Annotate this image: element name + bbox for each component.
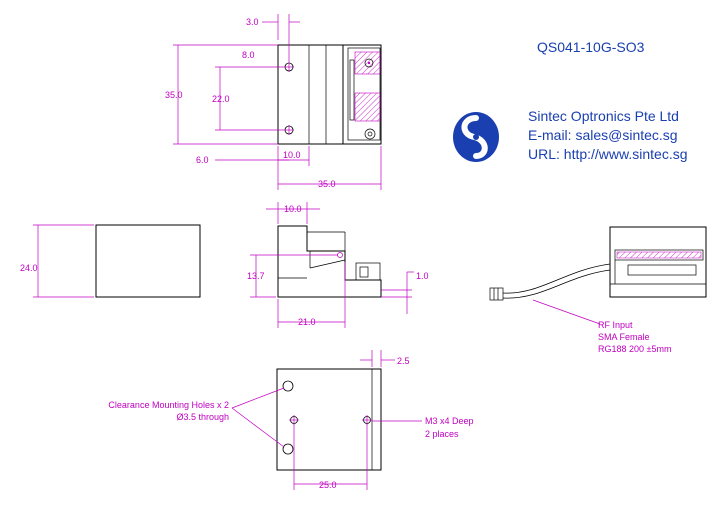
dim-top-3: 3.0 [246, 17, 259, 27]
right-view [609, 226, 707, 298]
rf-cable [489, 263, 611, 325]
dim-front-1: 1.0 [416, 271, 429, 281]
dim-front-10: 10.0 [284, 204, 302, 214]
clearance-note-2: Ø3.5 through [176, 412, 229, 422]
front-view [277, 225, 382, 298]
dim-bottom-25: 25.0 [319, 480, 337, 490]
company-url: URL: http://www.sintec.sg [528, 146, 688, 162]
bottom-view-dimensions [231, 350, 422, 490]
dim-top-35-width: 35.0 [318, 179, 336, 189]
rf-note-3: RG188 200 ±5mm [598, 344, 671, 354]
dim-side-24: 24.0 [20, 263, 38, 273]
front-view-dimensions [250, 202, 414, 328]
dim-front-13-7: 13.7 [247, 271, 265, 281]
clearance-note-1: Clearance Mounting Holes x 2 [108, 400, 229, 410]
bottom-view [276, 368, 382, 471]
company-name: Sintec Optronics Pte Ltd [528, 108, 679, 124]
m3-note-1: M3 x4 Deep [425, 416, 474, 426]
dim-top-22: 22.0 [212, 94, 230, 104]
dim-top-35-height: 35.0 [165, 90, 183, 100]
dim-front-21: 21.0 [298, 317, 316, 327]
top-view [277, 44, 382, 145]
part-number: QS041-10G-SO3 [537, 39, 645, 55]
side-view [33, 224, 201, 298]
rf-note-1: RF Input [598, 320, 633, 330]
dim-bottom-2-5: 2.5 [397, 356, 410, 366]
rf-note-2: SMA Female [598, 332, 650, 342]
company-email: E-mail: sales@sintec.sg [528, 127, 678, 143]
dim-top-6: 6.0 [196, 155, 209, 165]
company-logo [453, 112, 499, 162]
dim-top-10: 10.0 [283, 150, 301, 160]
m3-note-2: 2 places [425, 429, 459, 439]
top-view-dimensions [173, 14, 382, 190]
dim-top-8: 8.0 [242, 50, 255, 60]
